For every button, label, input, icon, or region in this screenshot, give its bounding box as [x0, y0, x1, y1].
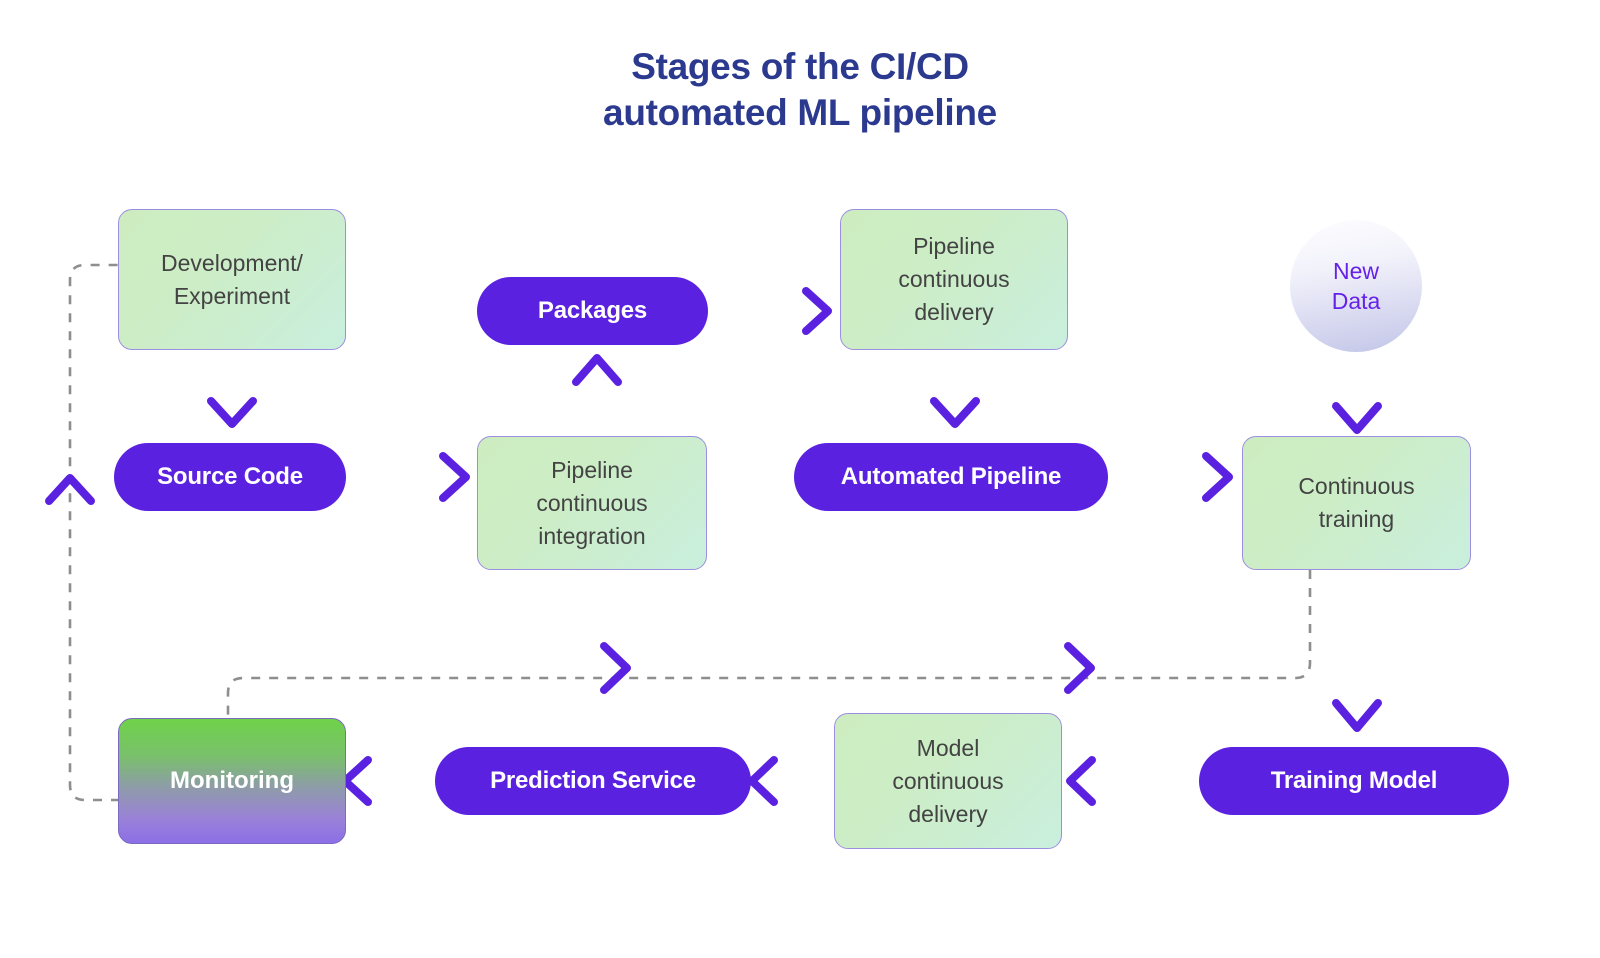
automated-pipeline-label: Automated Pipeline — [840, 463, 1062, 490]
arrow-new-data-to-continuous-training — [1332, 352, 1382, 434]
new-data-label-2: Data — [1331, 288, 1381, 314]
node-source-code[interactable]: Source Code — [114, 443, 346, 511]
source-code-label: Source Code — [157, 463, 303, 490]
arrow-continuous-training-to-training-model — [1332, 570, 1382, 732]
pipeline-ci-label-1: Pipeline — [551, 456, 633, 483]
pipeline-ci-label-2: continuous — [536, 489, 648, 516]
arrow-source-to-pipeline-ci — [352, 452, 470, 502]
arrow-prediction-service-to-monitoring — [341, 756, 432, 806]
pipeline-cd-label-1: Pipeline — [913, 233, 995, 259]
node-continuous-training[interactable]: Continuous training — [1242, 436, 1471, 570]
monitoring-label: Monitoring — [170, 767, 294, 794]
development-experiment-label-2: Experiment — [173, 282, 291, 309]
node-pipeline-continuous-delivery[interactable]: Pipeline continuous delivery — [840, 209, 1068, 350]
development-experiment-label-1: Development/ — [161, 249, 303, 276]
arrow-pipeline-ci-to-packages — [572, 354, 622, 436]
node-pipeline-continuous-integration[interactable]: Pipeline continuous integration — [477, 436, 707, 570]
dashed-feedback-monitoring-to-development — [45, 263, 120, 802]
model-cd-label-3: delivery — [908, 800, 988, 827]
node-model-continuous-delivery[interactable]: Model continuous delivery — [834, 713, 1062, 849]
training-model-label: Training Model — [1270, 767, 1438, 794]
arrow-packages-to-pipeline-cd — [714, 287, 832, 335]
node-development-experiment[interactable]: Development/ Experiment — [118, 209, 346, 350]
continuous-training-label-1: Continuous — [1298, 473, 1415, 499]
arrow-dev-to-source — [207, 350, 257, 428]
node-new-data[interactable]: New Data — [1290, 220, 1422, 352]
arrow-training-model-to-model-cd — [1066, 756, 1195, 806]
arrow-model-cd-to-prediction-service — [748, 756, 832, 806]
packages-label: Packages — [537, 297, 648, 324]
pipeline-ci-label-3: integration — [538, 522, 646, 549]
continuous-training-label-2: training — [1318, 506, 1395, 532]
model-cd-label-2: continuous — [892, 767, 1004, 794]
node-packages[interactable]: Packages — [477, 277, 708, 345]
arrow-pipeline-cd-to-automated — [930, 350, 980, 428]
page-title: Stages of the CI/CD automated ML pipelin… — [0, 44, 1600, 136]
node-training-model[interactable]: Training Model — [1199, 747, 1509, 815]
title-line-2: automated ML pipeline — [603, 92, 997, 133]
title-line-1: Stages of the CI/CD — [631, 46, 969, 87]
node-prediction-service[interactable]: Prediction Service — [435, 747, 751, 815]
prediction-service-label: Prediction Service — [490, 767, 696, 794]
pipeline-cd-label-3: delivery — [914, 299, 994, 325]
arrow-automated-to-continuous-training — [1108, 452, 1233, 502]
node-monitoring[interactable]: Monitoring — [118, 718, 346, 844]
new-data-label-1: New — [1332, 258, 1379, 284]
model-cd-label-1: Model — [916, 734, 980, 761]
dashed-feedback-continuous-training-to-monitoring — [226, 570, 1312, 724]
node-automated-pipeline[interactable]: Automated Pipeline — [794, 443, 1108, 511]
pipeline-cd-label-2: continuous — [898, 266, 1010, 292]
